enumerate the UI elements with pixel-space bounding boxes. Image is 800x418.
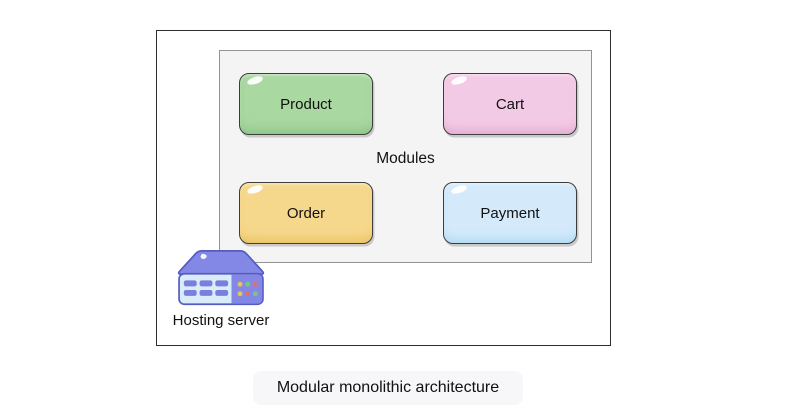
hosting-server: Hosting server: [173, 248, 269, 329]
caption-label: Modular monolithic architecture: [276, 379, 500, 396]
server-icon: [177, 250, 265, 306]
module-label: Payment: [480, 204, 540, 222]
architecture-boundary-box: Product Cart Order Payment Modules: [156, 30, 611, 346]
server-leds: [237, 281, 258, 297]
module-order: Order: [239, 182, 373, 244]
diagram-caption: Modular monolithic architecture: [253, 371, 523, 405]
module-product: Product: [239, 73, 373, 135]
module-label: Order: [286, 204, 326, 222]
module-label: Product: [280, 95, 332, 113]
module-cart: Cart: [443, 73, 577, 135]
hosting-server-label: Hosting server: [172, 312, 270, 329]
module-label: Cart: [495, 95, 525, 113]
module-payment: Payment: [443, 182, 577, 244]
server-slots: [183, 280, 229, 296]
modules-container-box: Product Cart Order Payment Modules: [219, 50, 592, 263]
modules-container-label: Modules: [376, 150, 435, 167]
